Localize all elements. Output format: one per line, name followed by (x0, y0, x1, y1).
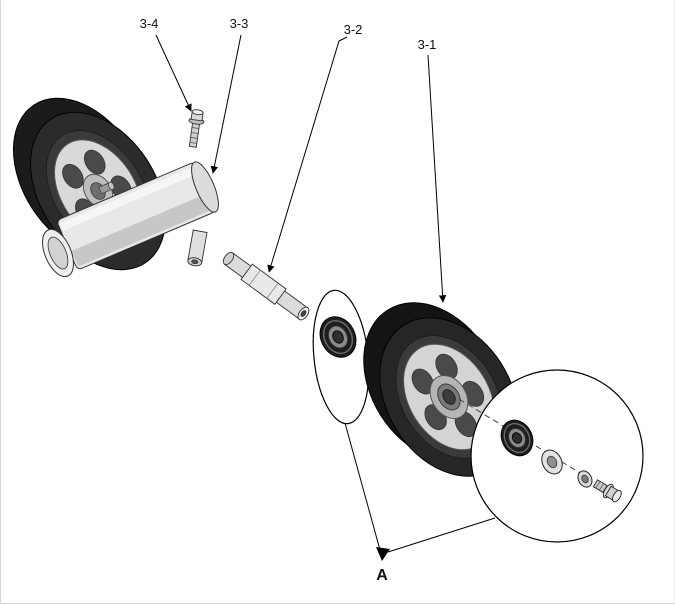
label-3-2: 3-2 (344, 22, 363, 37)
leader-3-2 (267, 36, 348, 273)
mount-boss (187, 229, 208, 267)
leader-3-3 (210, 34, 242, 174)
label-3-1: 3-1 (418, 37, 437, 52)
spoke-cutout (62, 163, 84, 189)
bolt-3-4 (188, 109, 205, 148)
detail-bolt (592, 479, 622, 503)
leader-3-1 (427, 54, 447, 303)
detail-link-right (387, 517, 496, 553)
spoke-cutout (83, 149, 106, 175)
label-3-3: 3-3 (230, 16, 249, 31)
left-wheel-assembly (12, 97, 219, 278)
detail-bearing (500, 419, 534, 457)
housing-end-cap (191, 161, 219, 213)
bearing (319, 316, 357, 358)
detail-washer (541, 449, 563, 475)
hub-bore (442, 389, 456, 405)
label-detail-a: A (376, 567, 388, 584)
cross-tube (42, 228, 74, 278)
detail-small-washer (577, 470, 593, 488)
spacer-bore (300, 310, 307, 317)
axle-housing (42, 161, 219, 278)
detail-arrowhead (376, 547, 390, 561)
hub-stud (98, 181, 115, 195)
axis-centerline (458, 398, 622, 499)
wheel-hub (403, 343, 495, 451)
detail-link-left (344, 422, 381, 551)
leader-3-4 (155, 34, 192, 112)
spacer-tube-3-2 (222, 251, 310, 321)
label-3-4: 3-4 (140, 16, 159, 31)
wheel-3-1 (363, 302, 519, 477)
